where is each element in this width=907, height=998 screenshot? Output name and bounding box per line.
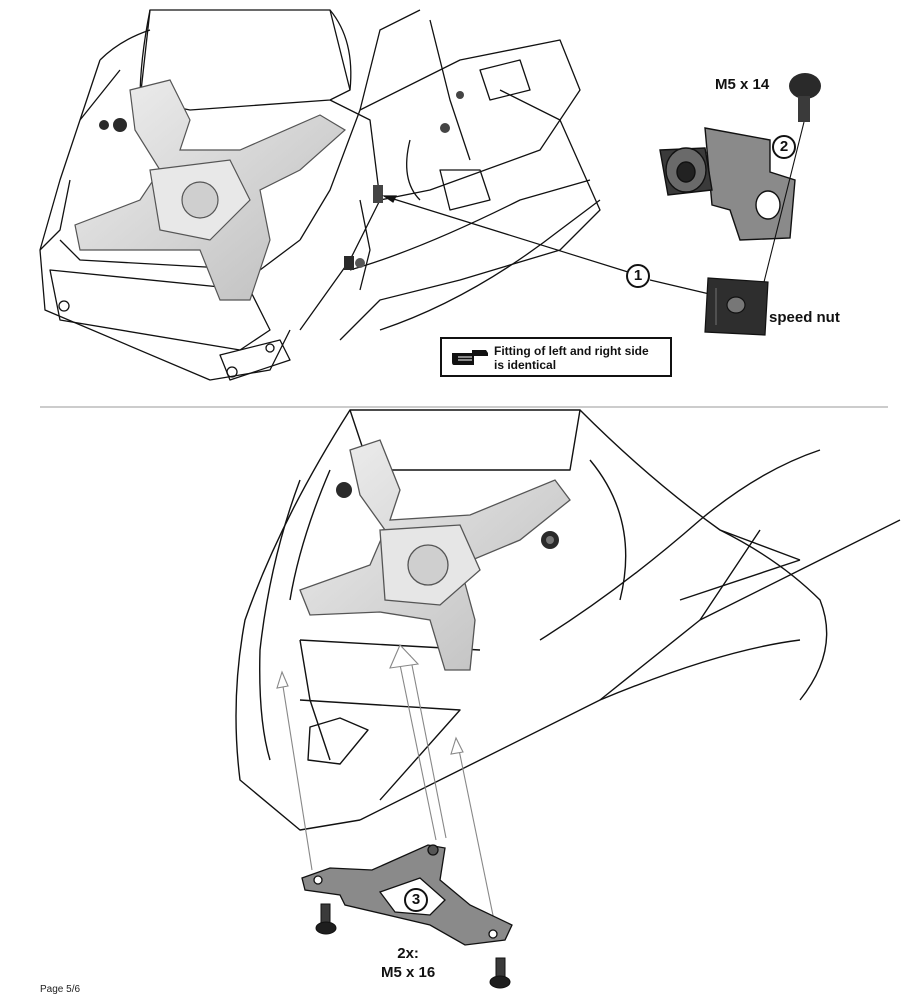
fitting-note-box: Fitting of left and right side is identi… xyxy=(440,337,672,377)
screw-size-label-bottom: M5 x 16 xyxy=(381,964,436,981)
bracket-part xyxy=(659,127,796,241)
pointing-hand-icon xyxy=(452,350,488,365)
bottom-tail-lamp xyxy=(299,439,571,671)
callout-1-leader xyxy=(382,195,719,297)
quantity-line: 2x: xyxy=(397,945,419,962)
screw-m5x14 xyxy=(759,73,821,299)
guide-arrows xyxy=(276,644,497,931)
note-line-2: is identical xyxy=(494,358,557,372)
bottom-fasteners xyxy=(336,482,559,549)
screws-m5x16 xyxy=(315,903,511,989)
note-line-1: Fitting of left and right side xyxy=(494,344,649,358)
top-tail-drawing xyxy=(39,9,601,381)
page-number: Page 5/6 xyxy=(40,984,81,995)
callout-step-3: 3 xyxy=(404,888,428,912)
bottom-tail-drawing xyxy=(235,409,901,831)
top-fasteners xyxy=(99,91,464,270)
screw-quantity-label: 2x: M5 x 16 xyxy=(381,944,435,982)
callout-step-2: 2 xyxy=(772,135,796,159)
speed-nut-part xyxy=(704,277,769,336)
callout-step-1: 1 xyxy=(626,264,650,288)
screw-size-label-top: M5 x 14 xyxy=(715,76,770,93)
speed-nut-label: speed nut xyxy=(769,309,840,326)
top-tail-lamp xyxy=(74,79,347,301)
